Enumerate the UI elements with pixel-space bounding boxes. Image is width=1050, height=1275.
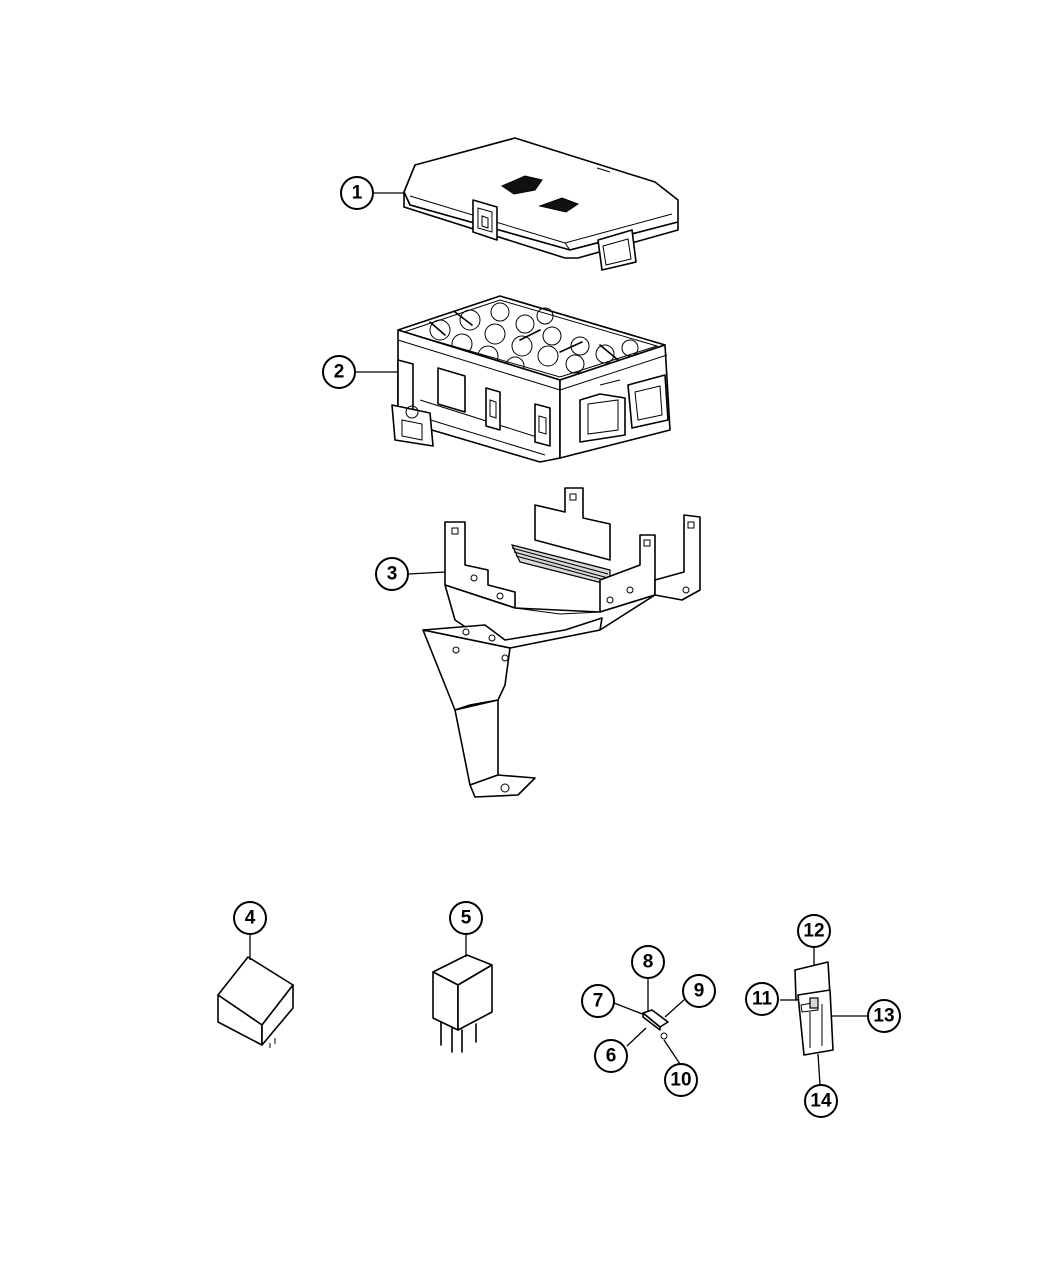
- callout-2: 2: [322, 355, 356, 389]
- callout-label: 10: [670, 1070, 691, 1091]
- callout-7: 7: [581, 984, 615, 1018]
- callout-label: 5: [461, 908, 472, 929]
- callout-8: 8: [631, 945, 665, 979]
- callout-3: 3: [375, 557, 409, 591]
- callout-12: 12: [797, 914, 831, 948]
- callout-label: 1: [352, 183, 363, 204]
- part-clip: [642, 1009, 669, 1040]
- callout-label: 13: [873, 1006, 894, 1027]
- callout-5: 5: [449, 901, 483, 935]
- callout-label: 12: [803, 921, 824, 942]
- callout-9: 9: [682, 974, 716, 1008]
- part-relay-4: [217, 956, 294, 1048]
- part-cover: [403, 137, 679, 271]
- callout-14: 14: [804, 1084, 838, 1118]
- part-fuse-holder: [794, 961, 834, 1056]
- callout-label: 4: [245, 908, 256, 929]
- part-fuse-box: [391, 295, 671, 463]
- callout-4: 4: [233, 901, 267, 935]
- callout-label: 6: [606, 1046, 617, 1067]
- callout-label: 11: [752, 989, 773, 1010]
- callout-label: 9: [694, 981, 705, 1002]
- callout-10: 10: [664, 1063, 698, 1097]
- leader-lines: [249, 192, 868, 1086]
- part-bracket: [422, 487, 701, 798]
- callout-13: 13: [867, 999, 901, 1033]
- callout-11: 11: [745, 982, 779, 1016]
- callout-label: 3: [387, 564, 398, 585]
- callout-label: 2: [334, 362, 345, 383]
- callout-label: 14: [810, 1091, 832, 1112]
- callout-label: 8: [643, 952, 654, 973]
- callout-label: 7: [593, 991, 604, 1012]
- callout-1: 1: [340, 176, 374, 210]
- part-relay-5: [432, 954, 493, 1053]
- callout-6: 6: [594, 1039, 628, 1073]
